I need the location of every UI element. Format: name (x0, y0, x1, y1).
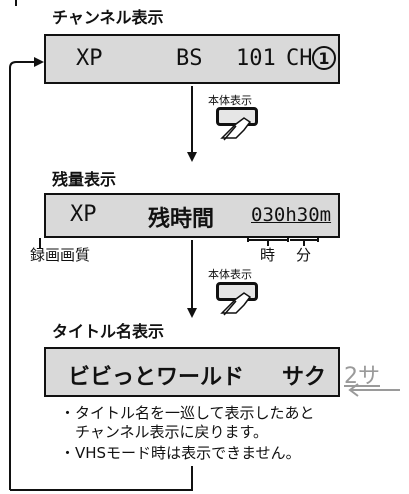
note-line-2: チャンネル表示に戻ります。 (60, 423, 269, 441)
remaining-mode-text: XP (70, 202, 97, 227)
loop-arrowhead (34, 57, 44, 67)
note-line-1: ・タイトル名を一巡して表示したあと (60, 404, 315, 422)
channel-mode-text: XP (76, 46, 103, 71)
recording-quality-label: 録画画質 (30, 246, 91, 264)
main-display-button-label-2: 本体表示 (208, 268, 252, 281)
title-lcd-panel: ビビっとワールド サク (44, 347, 340, 397)
remaining-lcd-panel: XP 残時間 030h30m (44, 193, 340, 238)
scroll-left-arrow (348, 383, 400, 397)
channel-number-text: 101 (236, 46, 276, 71)
pressing-hand-icon-2 (220, 292, 252, 316)
remaining-time-value: 030h30m (251, 204, 332, 226)
hours-label: 時 (260, 246, 276, 264)
title-display-heading: タイトル名表示 (52, 322, 165, 341)
channel-display-heading: チャンネル表示 (52, 8, 164, 27)
main-display-button-label-1: 本体表示 (208, 94, 252, 107)
down-arrow-1 (187, 152, 197, 162)
time-bracket (247, 236, 319, 246)
minutes-label: 分 (296, 246, 312, 264)
title-text: ビビっとワールド (68, 365, 245, 390)
channel-ch-text: CH (286, 46, 313, 71)
pressing-hand-icon-1 (220, 117, 252, 141)
channel-circle-number: 1 (312, 46, 336, 70)
note-line-3: ・VHSモード時は表示できません。 (60, 444, 301, 462)
remaining-display-heading: 残量表示 (52, 170, 117, 189)
title-scroll-faded-text: 2サ (344, 364, 380, 389)
down-arrow-2 (187, 308, 197, 318)
channel-lcd-panel: XP BS 101 CH 1 (44, 34, 340, 84)
remaining-time-label: 残時間 (148, 207, 215, 232)
title-scroll-text: サク (282, 365, 327, 390)
channel-band-text: BS (176, 46, 203, 71)
